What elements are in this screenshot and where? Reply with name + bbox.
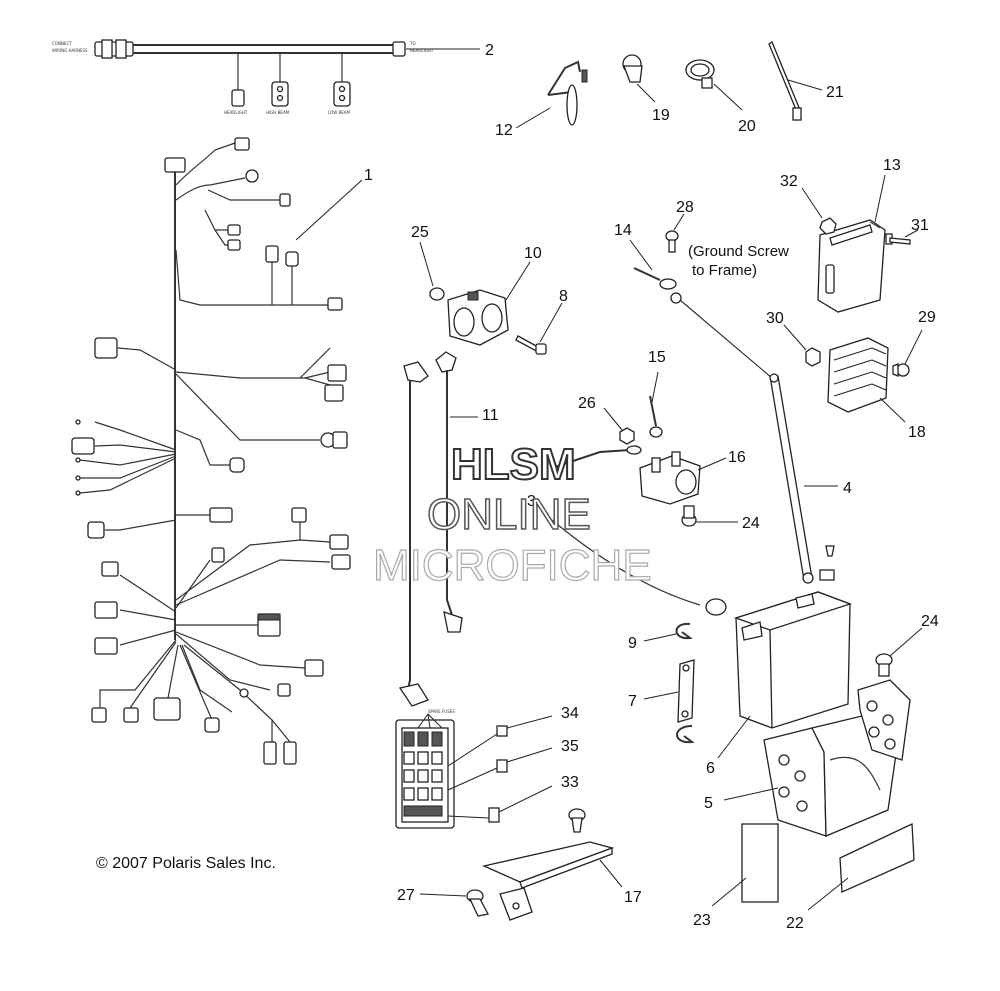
svg-text:TO: TO [409,41,416,46]
callout-31: 31 [911,217,929,234]
callout-9: 9 [628,635,637,652]
ground-screw[interactable] [665,230,679,253]
fuse-33[interactable] [488,807,500,823]
push-rivet-upper[interactable] [568,808,586,833]
callout-10: 10 [524,245,542,262]
callout-1: 1 [364,167,373,184]
cable-15[interactable] [649,395,663,438]
starter-cables[interactable] [398,351,463,707]
wire-retainer[interactable] [547,60,588,126]
callout-7: 7 [628,693,637,710]
grommet-25[interactable] [429,287,445,301]
bolt-31[interactable] [885,233,911,245]
callout-19: 19 [652,107,670,124]
terminal-bolt[interactable] [819,545,835,581]
screw-29[interactable] [892,363,910,377]
callout-17: 17 [624,889,642,906]
callout-24a: 24 [742,515,760,532]
callout-11: 11 [482,407,499,424]
callout-22: 22 [786,915,804,932]
callout-25: 25 [411,224,429,241]
push-rivet-27[interactable] [466,889,489,917]
fuse-box-label: SPARE FUSES [428,709,455,714]
svg-text:WIRING HARNESS: WIRING HARNESS [52,48,88,53]
electronic-module[interactable] [817,219,886,313]
callout-24b: 24 [921,613,939,630]
svg-text:HIGH BEAM: HIGH BEAM [266,110,290,115]
main-wiring-harness[interactable] [71,137,351,765]
wire-clip[interactable] [622,54,643,83]
callout-3: 3 [527,493,536,510]
callout-21: 21 [826,84,844,101]
hose-clamp[interactable] [685,59,715,89]
callout-4: 4 [843,480,852,497]
callout-26: 26 [578,395,596,412]
callout-13: 13 [883,157,901,174]
battery-cable-4[interactable] [679,299,814,584]
fuse-34[interactable] [496,725,508,737]
bolt-24a[interactable] [681,505,697,527]
svg-text:HEADLIGHT: HEADLIGHT [410,48,434,53]
starter-solenoid[interactable] [447,289,509,346]
callout-35: 35 [561,738,579,755]
fuse-35[interactable] [496,759,508,773]
clip-7b[interactable] [676,725,695,744]
callout-12: 12 [495,122,513,139]
callout-32: 32 [780,173,798,190]
bolt-24b[interactable] [875,653,893,677]
callout-5: 5 [704,795,713,812]
callout-8: 8 [559,288,568,305]
solenoid-16[interactable] [639,451,701,505]
battery-bracket[interactable] [763,679,911,837]
watermark-line2: ONLINE [427,490,591,539]
copyright: © 2007 Polaris Sales Inc. [96,855,276,872]
callout-23: 23 [693,912,711,929]
callout-2: 2 [485,42,494,59]
battery[interactable] [733,591,852,729]
watermark-line1: HLSM [451,440,576,489]
cable-tie[interactable] [768,41,802,121]
headlight-harness[interactable]: CONNECT WIRING HARNESS TO HEADLIGHT HEAD… [52,39,434,115]
fuse-bracket[interactable] [481,841,615,921]
clip-9[interactable] [675,622,693,640]
decal-23[interactable] [741,823,779,903]
callout-29: 29 [918,309,936,326]
callout-30: 30 [766,310,784,327]
voltage-regulator[interactable] [827,337,889,413]
svg-text:HEADLIGHT: HEADLIGHT [224,110,248,115]
callout-14: 14 [614,222,632,239]
callout-27: 27 [397,887,415,904]
ground-note-line1: (Ground Screw [688,243,789,260]
callout-20: 20 [738,118,756,135]
callout-28: 28 [676,199,694,216]
cable-3[interactable] [551,445,727,616]
nut-30[interactable] [805,347,821,367]
callout-15: 15 [648,349,666,366]
nut-26[interactable] [619,427,635,445]
callout-16: 16 [728,449,746,466]
ground-note-line2: to Frame) [692,262,757,279]
callout-34: 34 [561,705,579,722]
fuse-box[interactable] [395,719,455,829]
callout-18: 18 [908,424,926,441]
callout-6: 6 [706,760,715,777]
callout-33: 33 [561,774,579,791]
decal-22[interactable] [839,822,915,893]
nut-32[interactable] [819,217,837,235]
watermark-line3: MICROFICHE [373,541,652,590]
ground-cable[interactable] [633,267,682,304]
strap-7[interactable] [677,659,695,723]
svg-text:CONNECT: CONNECT [52,41,72,46]
svg-text:LOW BEAM: LOW BEAM [328,110,350,115]
bolt-8[interactable] [515,335,547,355]
